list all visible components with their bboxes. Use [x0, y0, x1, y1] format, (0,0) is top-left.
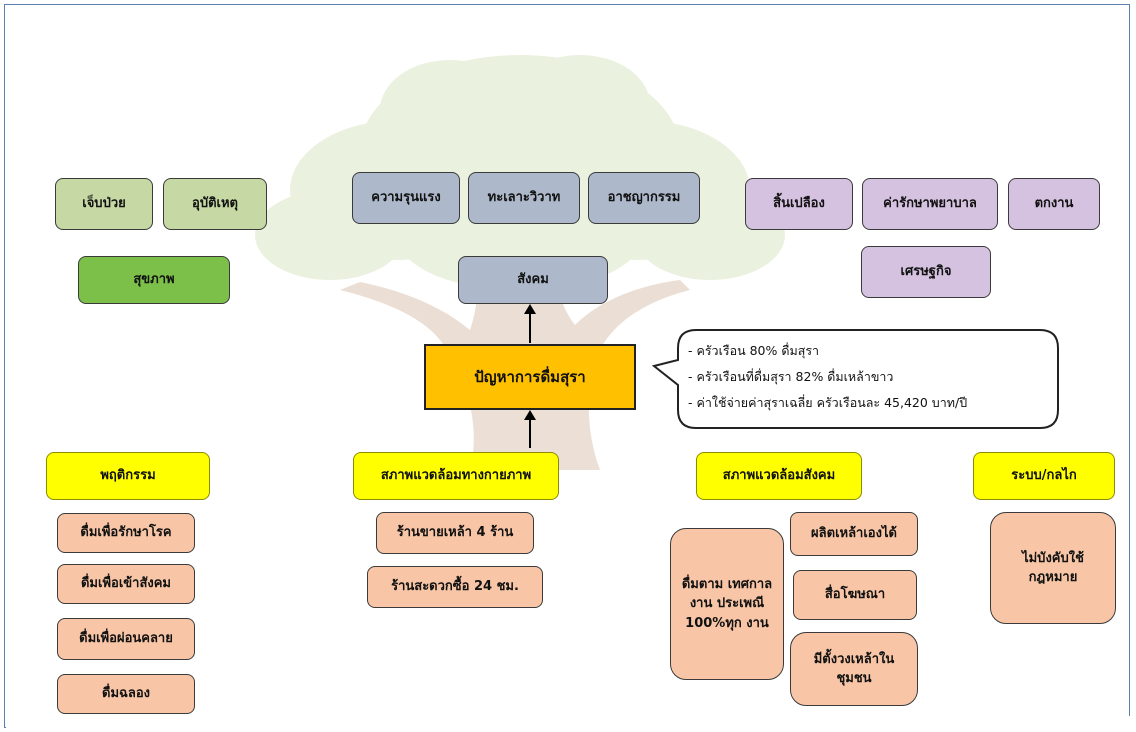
stat-line: - ครัวเรือนที่ดื่มสุรา 82% ดื่มเหล้าขาว	[688, 369, 894, 384]
arrow-core-to-social	[524, 304, 536, 343]
social-env-item: ผลิตเหล้าเองได้	[790, 512, 918, 556]
system-item: ไม่บังคับใช้ กฎหมาย	[990, 512, 1116, 624]
category-behavior: พฤติกรรม	[46, 452, 210, 500]
health-label: สุขภาพ	[78, 256, 230, 304]
economy-label: เศรษฐกิจ	[861, 246, 991, 298]
social-item: อาชญากรรม	[588, 172, 700, 224]
behavior-item: ดื่มเพื่อรักษาโรค	[57, 513, 195, 553]
social-env-item: ดื่มตาม เทศกาลงาน ประเพณี 100%ทุก งาน	[670, 528, 784, 680]
stat-line: - ครัวเรือน 80% ดื่มสุรา	[688, 343, 820, 358]
category-social-env: สภาพแวดล้อมสังคม	[696, 452, 862, 500]
behavior-item: ดื่มเพื่อเข้าสังคม	[57, 564, 195, 604]
behavior-item: ดื่มฉลอง	[57, 674, 195, 714]
stat-line: - ค่าใช้จ่ายค่าสุราเฉลี่ย ครัวเรือนละ 45…	[688, 395, 968, 410]
social-label: สังคม	[458, 256, 608, 304]
health-item: อุบัติเหตุ	[163, 178, 267, 230]
category-system: ระบบ/กลไก	[973, 452, 1115, 500]
behavior-item: ดื่มเพื่อผ่อนคลาย	[57, 618, 195, 660]
physical-env-item: ร้านขายเหล้า 4 ร้าน	[376, 512, 534, 554]
category-physical-env: สภาพแวดล้อมทางกายภาพ	[353, 452, 559, 500]
social-item: ทะเลาะวิวาท	[468, 172, 580, 224]
social-env-item: มีตั้งวงเหล้าใน ชุมชน	[790, 632, 918, 706]
social-env-item: สื่อโฆษณา	[793, 570, 917, 620]
economy-item: สิ้นเปลือง	[745, 178, 853, 230]
core-problem: ปัญหาการดื่มสุรา	[424, 344, 636, 410]
stats-text: - ครัวเรือน 80% ดื่มสุรา - ครัวเรือนที่ด…	[688, 338, 1048, 416]
physical-env-item: ร้านสะดวกซื้อ 24 ชม.	[367, 566, 543, 608]
social-item: ความรุนแรง	[352, 172, 460, 224]
economy-item: ตกงาน	[1008, 178, 1100, 230]
health-item: เจ็บป่วย	[55, 178, 153, 230]
economy-item: ค่ารักษาพยาบาล	[862, 178, 998, 230]
frame-bottom-mask	[6, 716, 1130, 732]
arrow-physical-env-to-core	[524, 410, 536, 448]
